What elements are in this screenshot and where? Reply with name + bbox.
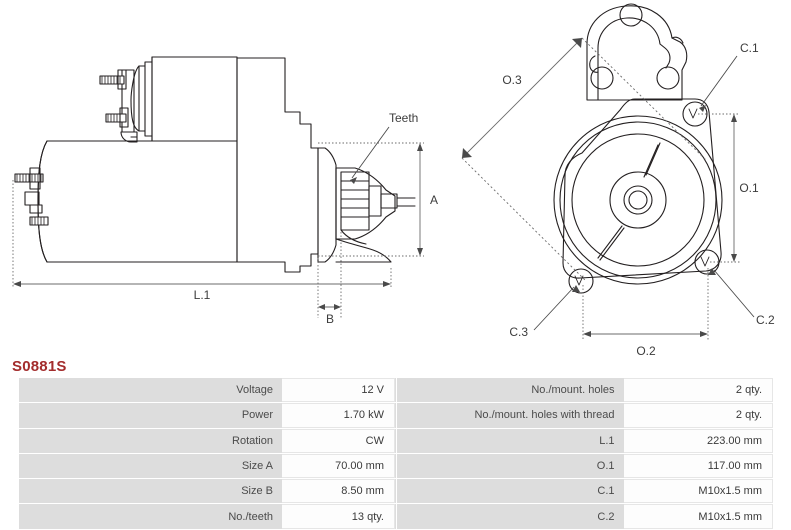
table-row: Voltage 12 V [0,378,396,404]
table-row: L.1 223.00 mm [395,428,791,454]
spec-value: 13 qty. [282,504,395,529]
dim-o1-label: O.1 [739,181,759,195]
spec-value: 2 qty. [623,403,773,428]
spec-label: O.1 [395,453,624,479]
table-row: No./mount. holes 2 qty. [395,378,791,404]
spec-label: No./mount. holes [395,378,624,403]
spec-label: Power [18,403,282,428]
spec-filler [395,403,396,428]
table-row: Size A 70.00 mm [0,453,396,480]
dim-o2-label: O.2 [636,344,656,356]
table-row: C.2 M10x1.5 mm [395,504,791,530]
table-row: O.1 117.00 mm [395,453,791,480]
spec-value: 12 V [282,378,395,403]
dim-o3-label: O.3 [502,73,522,87]
table-row: No./mount. holes with thread 2 qty. [395,403,791,429]
dim-a-label: A [430,193,438,207]
dim-b-label: B [326,312,334,326]
spec-filler [395,428,396,453]
spec-value: M10x1.5 mm [623,504,773,529]
spec-value: 70.00 mm [282,453,395,479]
spec-value: 117.00 mm [623,453,773,479]
table-row: Size B 8.50 mm [0,479,396,505]
specification-table: Voltage 12 V Power 1.70 kW Rotation CW S… [0,378,791,530]
spec-label: No./mount. holes with thread [395,403,624,428]
spec-filler [395,479,396,504]
spec-column-left: Voltage 12 V Power 1.70 kW Rotation CW S… [0,378,396,530]
spec-filler [395,378,396,403]
spec-label: Rotation [18,428,282,453]
spec-value: 1.70 kW [282,403,395,428]
table-row: Power 1.70 kW [0,403,396,429]
spec-value: 8.50 mm [282,479,395,504]
spec-value: 2 qty. [623,378,773,403]
spec-value: CW [282,428,395,453]
spec-label: C.1 [395,479,624,504]
spec-filler [395,504,396,529]
spec-column-right: No./mount. holes 2 qty. No./mount. holes… [395,378,791,530]
part-code-title: S0881S [12,358,67,375]
spec-label: C.2 [395,504,624,529]
teeth-label: Teeth [389,111,418,125]
spec-filler [395,453,396,479]
table-row: No./teeth 13 qty. [0,504,396,530]
starter-flange-view-drawing: O.3 O.1 O.2 C.1 C.2 C.3 [450,0,791,356]
spec-label: Size A [18,453,282,479]
dim-l1-label: L.1 [194,288,211,302]
dim-c2-label: C.2 [756,313,775,327]
spec-label: No./teeth [18,504,282,529]
starter-side-view-drawing: Teeth A B L.1 [0,0,460,356]
table-row: C.1 M10x1.5 mm [395,479,791,505]
spec-value: M10x1.5 mm [623,479,773,504]
dim-c3-label: C.3 [509,325,528,339]
spec-value: 223.00 mm [623,428,773,453]
technical-drawings: Teeth A B L.1 [0,0,791,356]
dim-c1-label: C.1 [740,41,759,55]
spec-label: Voltage [18,378,282,403]
spec-label: L.1 [395,428,624,453]
spec-label: Size B [18,479,282,504]
table-row: Rotation CW [0,428,396,454]
